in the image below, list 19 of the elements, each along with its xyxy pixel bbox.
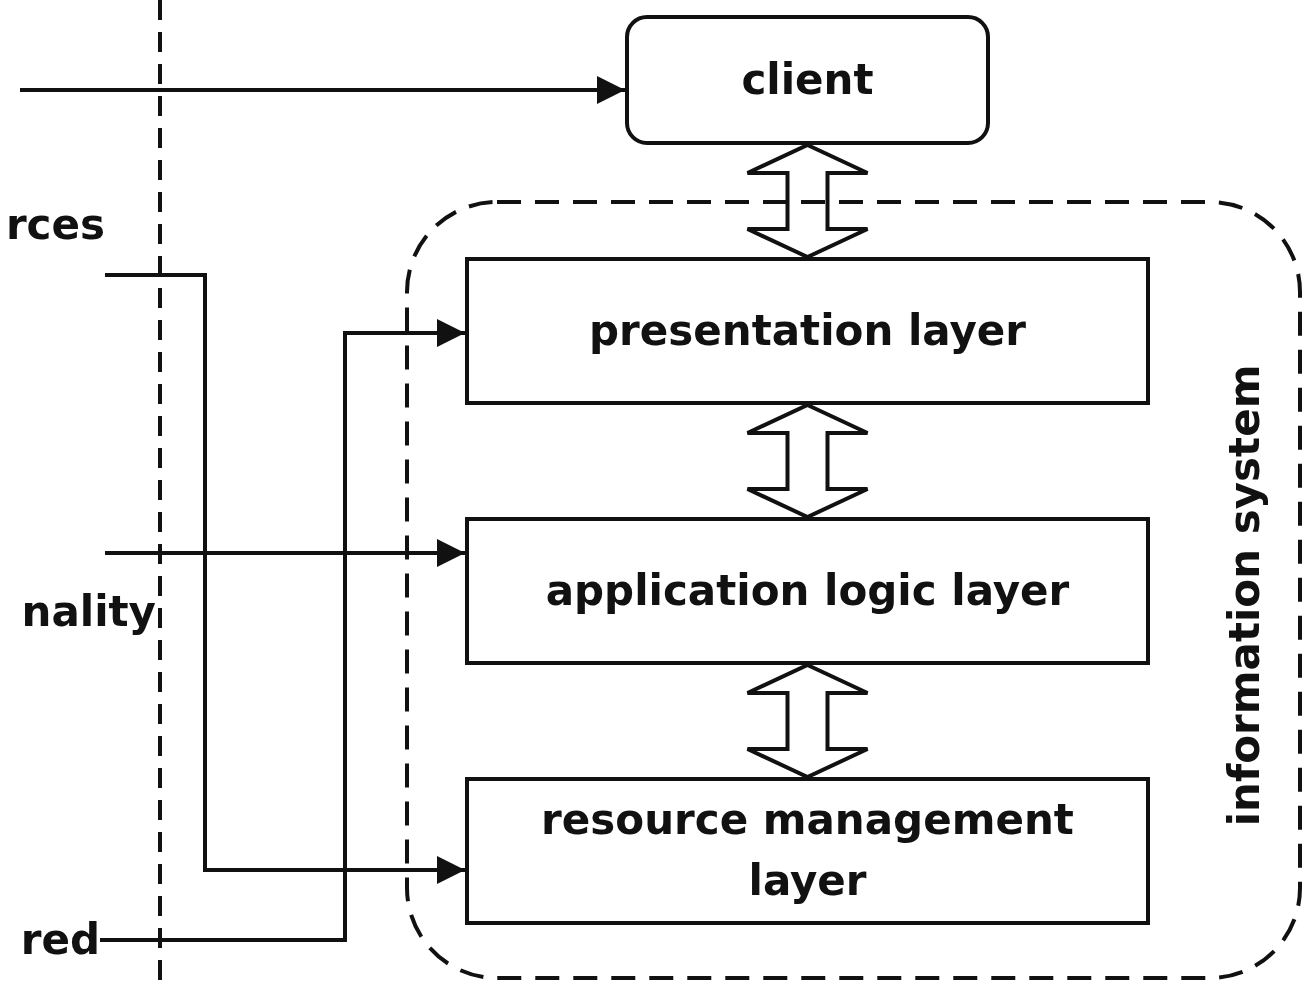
double-arrow <box>745 662 870 780</box>
client-box <box>625 15 990 145</box>
arrow <box>100 319 465 942</box>
arrow <box>105 539 465 567</box>
box-label: client <box>740 53 875 106</box>
boundary-label: information system <box>1218 363 1270 829</box>
side-label: nality <box>21 586 156 639</box>
double-arrow <box>745 402 870 520</box>
box-label: presentation layer <box>588 304 1027 357</box>
box-label: application logic layer <box>544 564 1071 617</box>
layer-box <box>465 517 1150 665</box>
arrow <box>20 76 625 104</box>
layer-box <box>465 257 1150 405</box>
side-label: red <box>20 913 100 966</box>
arrow <box>105 273 465 884</box>
side-label: rces <box>5 199 105 251</box>
double-arrow <box>745 142 870 260</box>
box-label: resource management layer <box>540 794 1075 907</box>
layer-box <box>465 777 1150 925</box>
